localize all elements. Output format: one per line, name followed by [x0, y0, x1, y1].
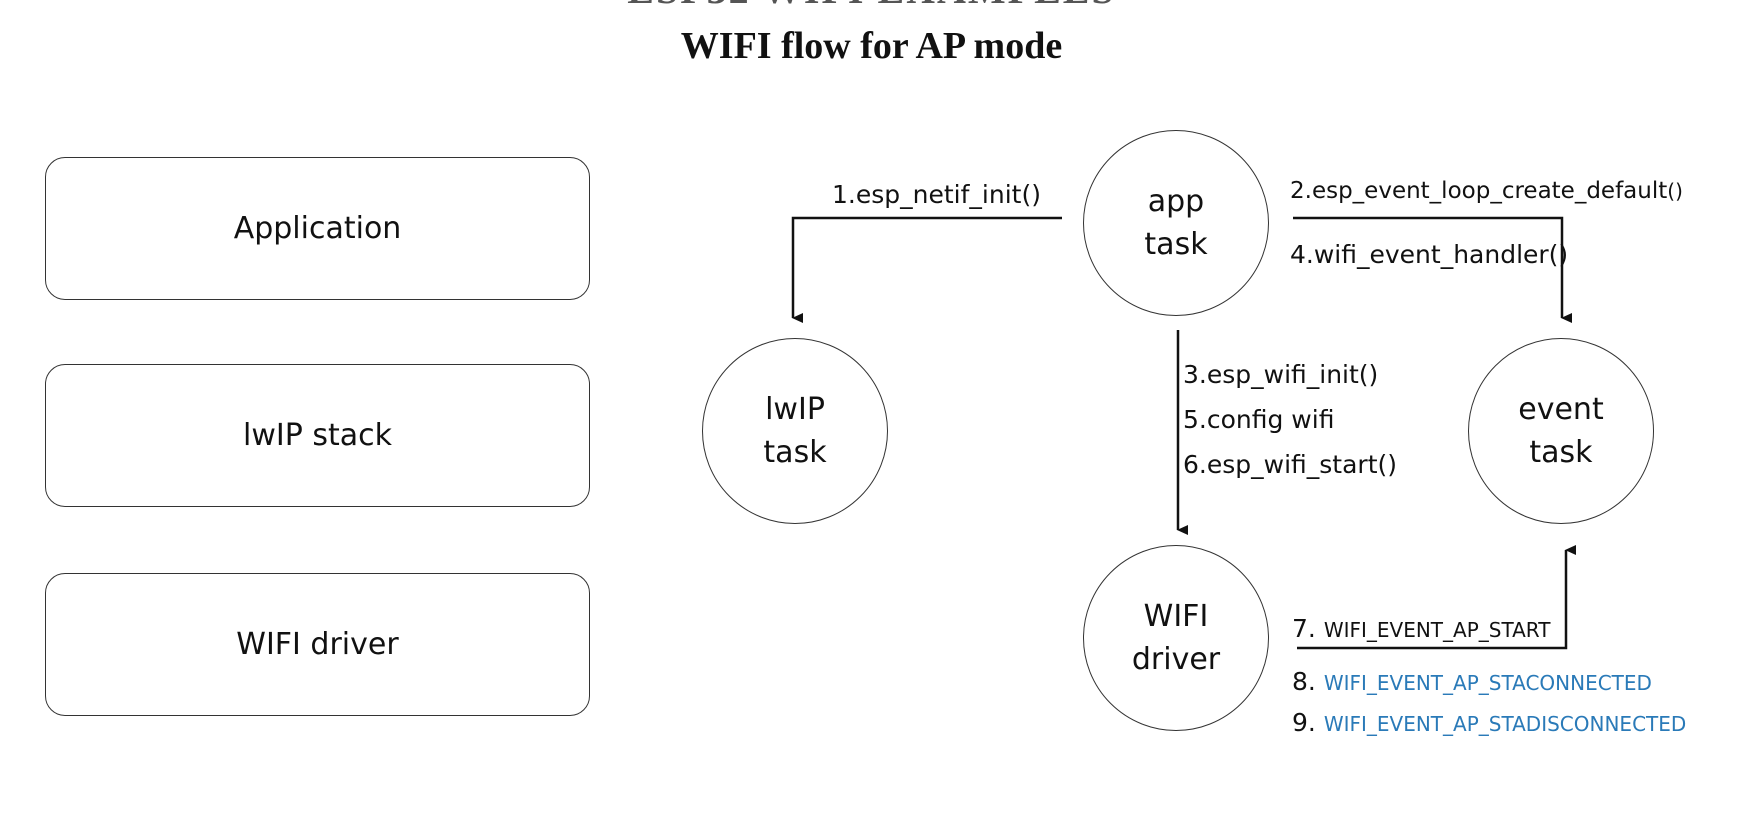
layer-wifi-driver: WIFI driver — [45, 573, 590, 716]
label-step1: 1.esp_netif_init() — [832, 180, 1041, 209]
page-title: WIFI flow for AP mode — [680, 25, 1063, 67]
arrow-wifi-driver-to-event — [1297, 545, 1576, 650]
label-step8: 8. WIFI_EVENT_AP_STACONNECTED — [1292, 667, 1652, 696]
label-step5: 5.config wifi — [1183, 405, 1335, 434]
arrow-app-to-lwip — [791, 216, 1062, 323]
cut-off-top-title: ESP32 WIFI EXAMPLES — [0, 0, 1743, 13]
label-step9: 9. WIFI_EVENT_AP_STADISCONNECTED — [1292, 708, 1687, 737]
label-step7: 7. WIFI_EVENT_AP_START — [1292, 614, 1551, 643]
label-step6: 6.esp_wifi_start() — [1183, 450, 1398, 479]
arrow-app-to-event — [1293, 216, 1572, 323]
layer-application: Application — [45, 157, 590, 300]
label-step3: 3.esp_wifi_init() — [1183, 360, 1379, 389]
label-step2: 2.esp_event_loop_create_default() — [1290, 178, 1683, 204]
label-step4: 4.wifi_event_handler() — [1290, 240, 1569, 269]
layer-lwip-stack: lwIP stack — [45, 364, 590, 507]
